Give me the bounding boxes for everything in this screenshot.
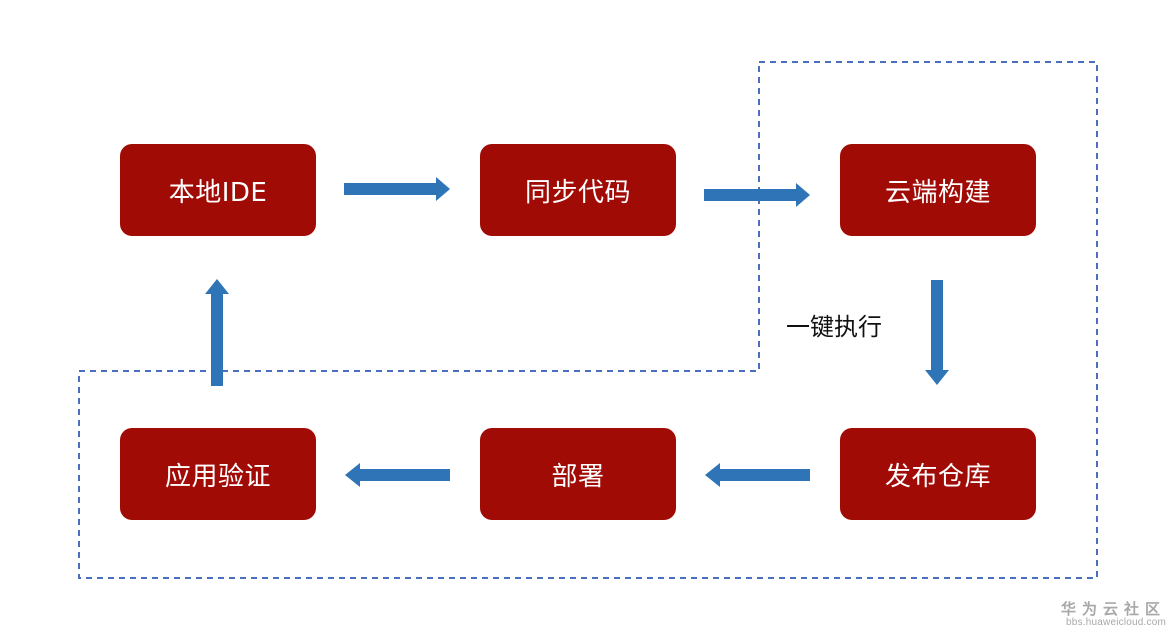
node-sync-code-label: 同步代码: [524, 177, 631, 208]
node-publish-repo-label: 发布仓库: [884, 461, 991, 492]
node-app-verify: 应用验证: [120, 428, 316, 520]
arrow-ide-to-sync: [344, 177, 450, 201]
arrow-build-to-publish: [925, 280, 949, 385]
arrow-deploy-to-verify: [345, 463, 450, 487]
node-sync-code: 同步代码: [480, 144, 676, 236]
node-local-ide-label: 本地IDE: [168, 177, 268, 208]
arrow-verify-to-ide: [205, 279, 229, 386]
node-deploy: 部署: [480, 428, 676, 520]
one-click-label: 一键执行: [786, 313, 882, 341]
watermark-title: 华为云社区: [1060, 599, 1166, 618]
node-deploy-label: 部署: [551, 461, 605, 492]
node-local-ide: 本地IDE: [120, 144, 316, 236]
arrow-sync-to-build: [704, 183, 810, 207]
node-cloud-build-label: 云端构建: [884, 177, 991, 208]
one-click-boundary: [78, 61, 1098, 579]
arrow-publish-to-deploy: [705, 463, 810, 487]
node-publish-repo: 发布仓库: [840, 428, 1036, 520]
watermark-url: bbs.huaweicloud.com: [1066, 617, 1166, 628]
node-app-verify-label: 应用验证: [164, 461, 271, 492]
node-cloud-build: 云端构建: [840, 144, 1036, 236]
watermark: 华为云社区 bbs.huaweicloud.com: [1060, 599, 1166, 628]
